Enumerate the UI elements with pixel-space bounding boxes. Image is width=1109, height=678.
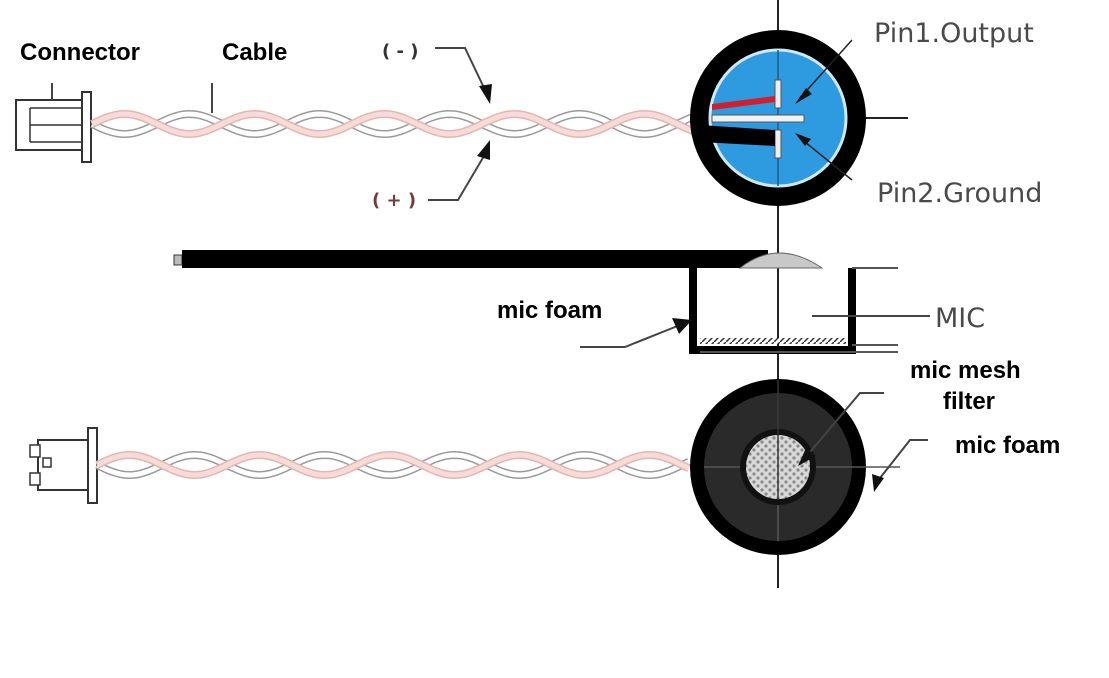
mic-front-face — [690, 379, 928, 588]
connector-label: Connector — [20, 39, 140, 66]
pin2-label: Pin2.Ground — [877, 178, 1042, 209]
pin1-wire — [712, 96, 775, 110]
mic-foam-side-leader — [580, 324, 681, 348]
pin2-wire — [700, 125, 775, 146]
side-section — [173, 232, 930, 380]
negative-arrow — [479, 84, 492, 104]
connector-icon-bottom — [29, 427, 98, 504]
twisted-cable-top — [90, 109, 713, 139]
mic-label: MIC — [935, 303, 985, 334]
mic-foam-front-label: mic foam — [955, 432, 1060, 459]
positive-arrow — [477, 140, 490, 160]
mesh-filter-leader — [804, 392, 884, 459]
mic-mesh-label-line1: mic mesh — [910, 357, 1021, 384]
front-view — [29, 379, 928, 588]
pin1-label: Pin1.Output — [874, 18, 1034, 49]
positive-leader — [428, 155, 485, 201]
connector-icon — [15, 91, 92, 163]
negative-leader — [435, 47, 487, 93]
cable-strand-positive — [95, 452, 691, 478]
cable-strand-positive — [90, 111, 713, 137]
twisted-cable-bottom — [95, 450, 691, 480]
positive-label: ( + ) — [372, 190, 416, 211]
mic-foam-front-leader — [879, 439, 928, 479]
mic-top-face — [690, 0, 908, 232]
cable-strand-negative — [95, 452, 691, 478]
top-view: Pin1.Output Pin2.Ground ( - ) ( + ) — [15, 0, 1042, 232]
negative-label: ( - ) — [382, 41, 418, 62]
mic-foam-side-label: mic foam — [497, 297, 602, 324]
cable-label: Cable — [222, 39, 287, 66]
mic-mesh-label-line2: filter — [943, 388, 995, 415]
